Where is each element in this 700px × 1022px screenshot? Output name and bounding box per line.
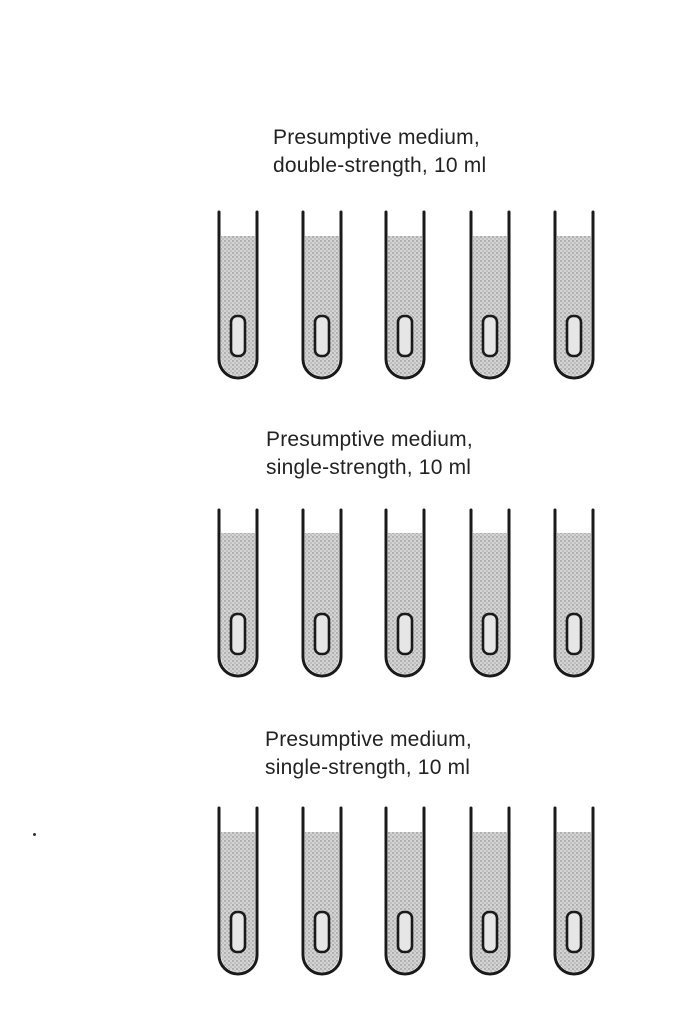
durham-tube-icon — [396, 314, 414, 358]
medium-fill — [388, 832, 422, 972]
durham-tube-icon — [481, 314, 499, 358]
test-tube-icon — [553, 806, 595, 976]
medium-fill — [473, 832, 507, 972]
tube-group-3 — [217, 806, 595, 976]
durham-tube-icon — [396, 910, 414, 954]
durham-tube-icon — [396, 612, 414, 656]
tube-outline — [384, 508, 426, 678]
tube-outline — [384, 806, 426, 976]
durham-tube-icon — [565, 314, 583, 358]
group-2-caption-line1: Presumptive medium, — [266, 428, 473, 451]
tube-outline — [384, 210, 426, 380]
tube-outline — [469, 508, 511, 678]
test-tube-icon — [301, 210, 343, 380]
tube-group-1 — [217, 210, 595, 380]
group-2-caption-line2: single-strength, 10 ml — [266, 456, 472, 479]
group-1-caption-line2: double-strength, 10 ml — [273, 154, 487, 177]
medium-fill — [221, 533, 255, 674]
test-tube-icon — [384, 806, 426, 976]
medium-fill — [221, 236, 255, 376]
durham-tube-icon — [481, 612, 499, 656]
group-3-caption-line2: single-strength, 10 ml — [265, 756, 471, 779]
durham-tube-icon — [313, 612, 331, 656]
test-tube-icon — [553, 210, 595, 380]
group-3-caption: Presumptive medium, single-strength, 10 … — [265, 726, 472, 782]
scan-speck — [33, 833, 36, 836]
tube-outline — [553, 210, 595, 380]
tube-outline — [301, 210, 343, 380]
durham-tube-icon — [229, 910, 247, 954]
tube-outline — [217, 806, 259, 976]
medium-fill — [305, 533, 339, 674]
test-tube-icon — [301, 806, 343, 976]
medium-fill — [305, 236, 339, 376]
tube-outline — [217, 210, 259, 380]
tube-outline — [553, 806, 595, 976]
test-tube-icon — [469, 508, 511, 678]
durham-tube-icon — [565, 910, 583, 954]
medium-fill — [557, 236, 591, 376]
group-3-caption-line1: Presumptive medium, — [265, 728, 472, 751]
durham-tube-icon — [481, 910, 499, 954]
medium-fill — [388, 236, 422, 376]
group-2-caption: Presumptive medium, single-strength, 10 … — [266, 426, 473, 482]
test-tube-icon — [553, 508, 595, 678]
medium-fill — [305, 832, 339, 972]
test-tube-icon — [217, 508, 259, 678]
test-tube-icon — [301, 508, 343, 678]
medium-fill — [388, 533, 422, 674]
durham-tube-icon — [565, 612, 583, 656]
tube-outline — [469, 210, 511, 380]
test-tube-icon — [469, 806, 511, 976]
medium-fill — [557, 832, 591, 972]
group-1-caption-line1: Presumptive medium, — [273, 126, 480, 149]
group-1-caption: Presumptive medium, double-strength, 10 … — [273, 124, 486, 180]
tube-outline — [469, 806, 511, 976]
durham-tube-icon — [313, 910, 331, 954]
tube-outline — [217, 508, 259, 678]
test-tube-icon — [384, 508, 426, 678]
tube-outline — [301, 806, 343, 976]
tube-outline — [301, 508, 343, 678]
medium-fill — [557, 533, 591, 674]
tube-outline — [553, 508, 595, 678]
medium-fill — [473, 533, 507, 674]
durham-tube-icon — [229, 314, 247, 358]
durham-tube-icon — [229, 612, 247, 656]
medium-fill — [473, 236, 507, 376]
test-tube-icon — [469, 210, 511, 380]
medium-fill — [221, 832, 255, 972]
test-tube-icon — [217, 806, 259, 976]
tube-group-2 — [217, 508, 595, 678]
test-tube-icon — [384, 210, 426, 380]
durham-tube-icon — [313, 314, 331, 358]
test-tube-icon — [217, 210, 259, 380]
